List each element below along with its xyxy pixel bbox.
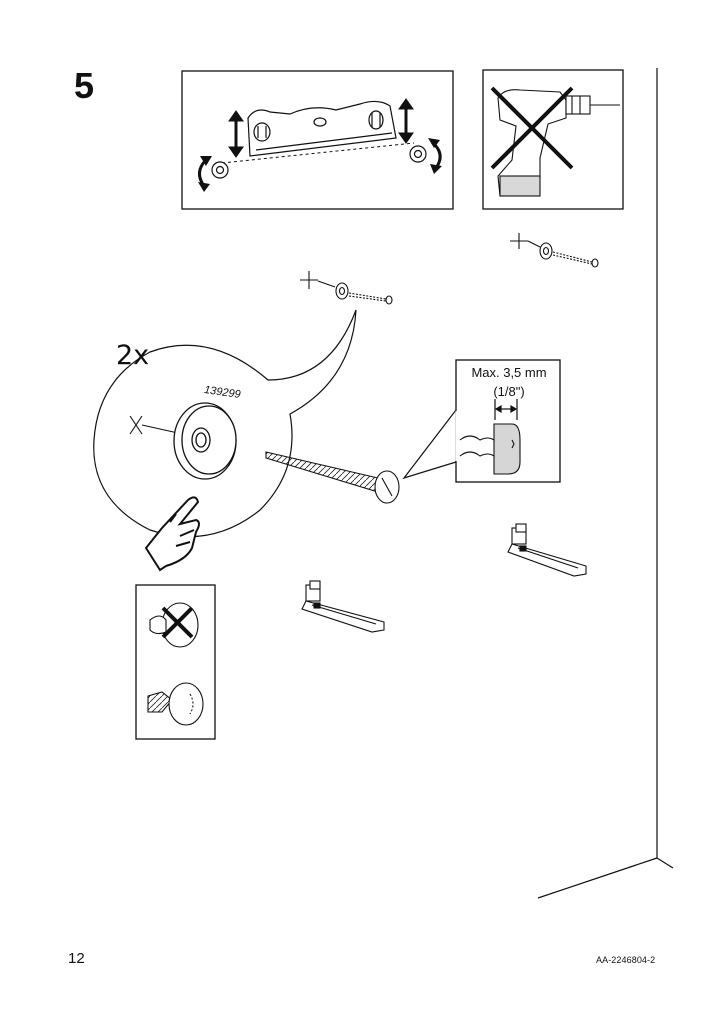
screw-and-washer-icon bbox=[300, 271, 393, 305]
wall-bracket-icon bbox=[507, 523, 587, 577]
no-drill-panel bbox=[482, 69, 624, 210]
document-code: AA-2246804-2 bbox=[596, 955, 656, 965]
pointing-hand-icon bbox=[144, 496, 200, 572]
wall-corner-lines bbox=[537, 68, 674, 899]
power-drill-icon bbox=[497, 89, 620, 197]
up-down-arrow-icon bbox=[228, 110, 244, 158]
max-gap-label: Max. 3,5 mm bbox=[471, 365, 547, 380]
screw-head-detail-icon bbox=[459, 423, 521, 475]
page-number: 12 bbox=[68, 950, 85, 967]
spirit-level-icon bbox=[247, 100, 397, 157]
rotate-arrow-icon bbox=[428, 138, 442, 174]
screw-icon bbox=[265, 451, 400, 504]
gap-detail-panel bbox=[402, 359, 561, 483]
rotate-arrow-icon bbox=[198, 156, 212, 192]
screw-head-icon bbox=[409, 145, 427, 163]
quantity-label: 2x bbox=[116, 340, 150, 371]
gap-dimension-arrow-icon bbox=[494, 399, 518, 420]
level-panel bbox=[181, 70, 454, 210]
up-down-arrow-icon bbox=[398, 98, 414, 144]
screw-depth-panel bbox=[135, 584, 216, 740]
washer-icon bbox=[173, 402, 237, 480]
mark-x-icon bbox=[129, 415, 179, 435]
screw-correct-depth-icon bbox=[147, 682, 204, 726]
screw-head-icon bbox=[211, 161, 229, 179]
screw-and-washer-icon bbox=[510, 233, 599, 268]
step-number: 5 bbox=[74, 65, 95, 106]
prohibited-cross-icon bbox=[161, 606, 194, 639]
prohibited-cross-icon bbox=[490, 86, 574, 170]
wall-bracket-icon bbox=[301, 580, 385, 633]
max-gap-inch-label: (1/8") bbox=[493, 384, 525, 399]
